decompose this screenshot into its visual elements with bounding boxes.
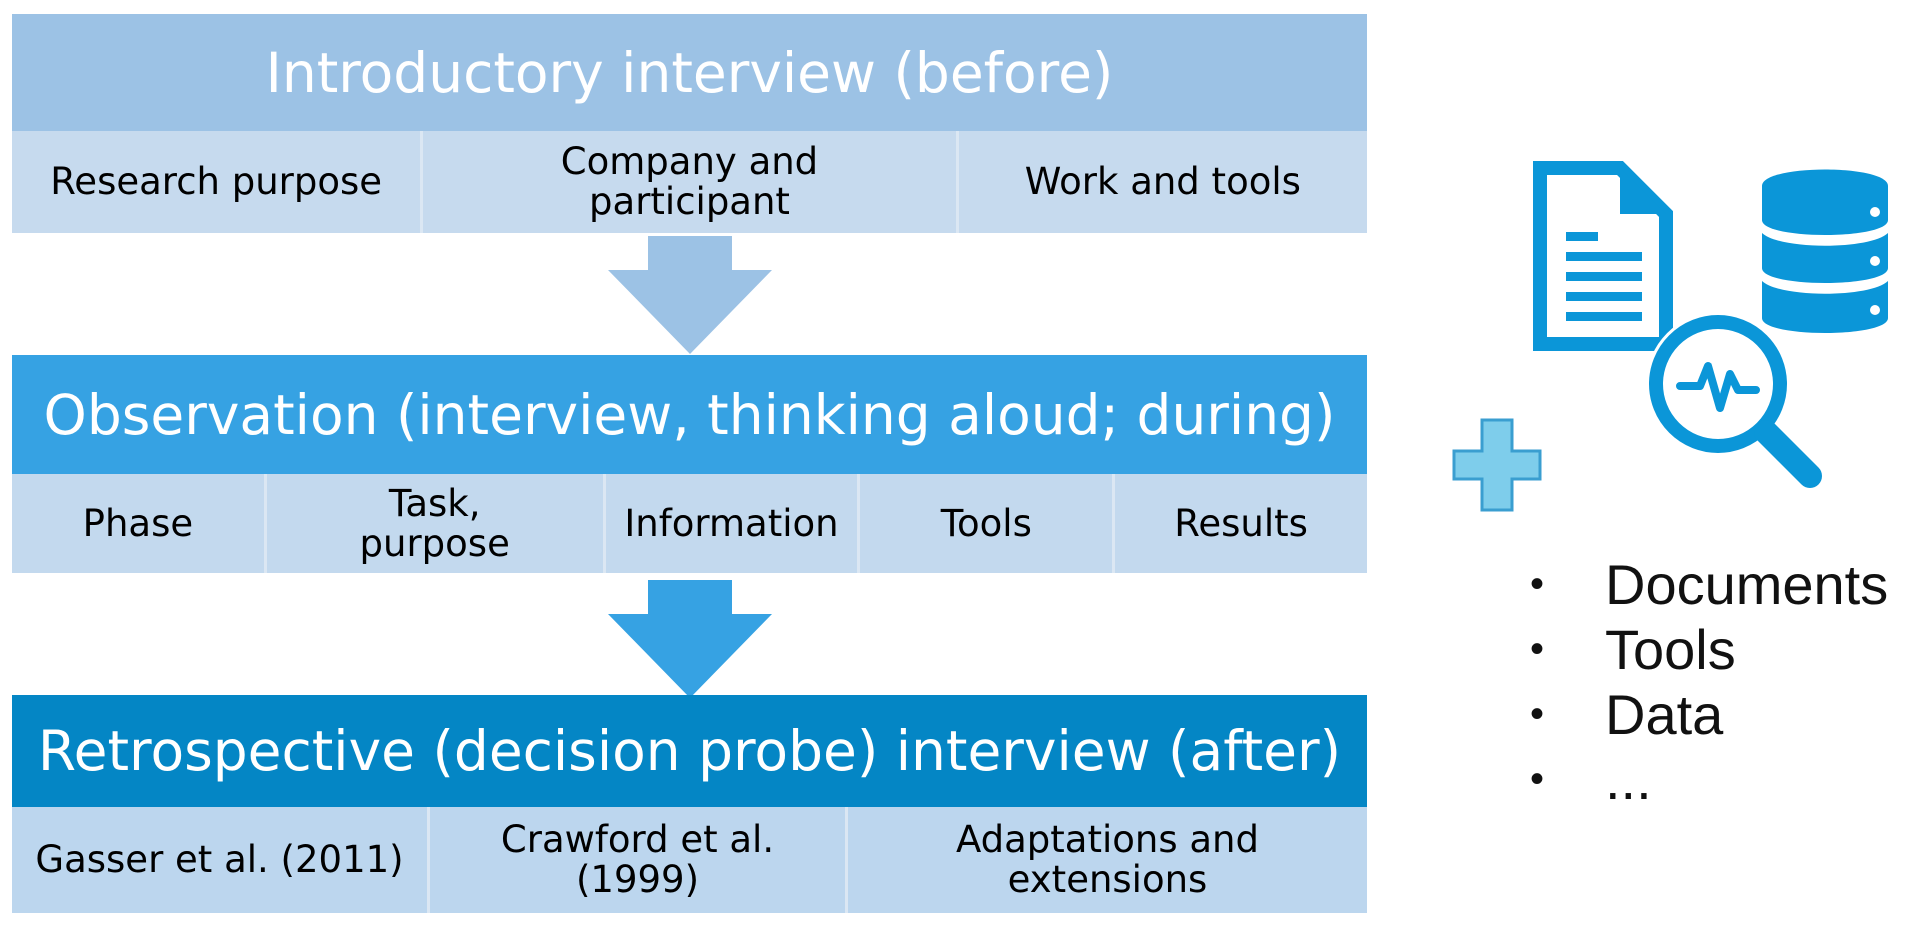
list-item-label: Documents xyxy=(1605,553,1889,616)
phase-item: Adaptations and extensions xyxy=(955,818,1259,901)
phase-item: Work and tools xyxy=(1024,160,1301,203)
phase-item: Company and participant xyxy=(423,131,959,233)
phase-items-row: Gasser et al. (2011) Crawford et al. (19… xyxy=(12,807,1367,916)
plus-shape xyxy=(1452,418,1542,512)
phase-item: Results xyxy=(1174,501,1308,545)
document-icon xyxy=(1533,161,1673,351)
bullet: • xyxy=(1530,692,1545,736)
list-item: • Tools xyxy=(1530,617,1888,682)
phase-item: Task, purpose xyxy=(267,474,606,573)
plus-icon xyxy=(1452,418,1542,512)
resource-list: • Documents • Tools • Data •... xyxy=(1530,552,1888,812)
phase-observation: Observation (interview, thinking aloud; … xyxy=(12,355,1367,576)
arrow-shape xyxy=(608,580,772,698)
list-item: •... xyxy=(1530,747,1888,812)
data-analysis-icon xyxy=(1533,161,1888,488)
phase-title: Introductory interview (before) xyxy=(12,14,1367,131)
magnifier-icon xyxy=(1646,312,1822,488)
phase-item: Information xyxy=(606,474,861,573)
phase-item: Phase xyxy=(12,474,267,573)
phase-item: Research purpose xyxy=(12,131,424,233)
list-item-label: Tools xyxy=(1605,618,1736,681)
down-arrow-icon xyxy=(608,580,772,698)
list-item: • Data xyxy=(1530,682,1888,747)
down-arrow-icon xyxy=(608,236,772,354)
bullet: • xyxy=(1530,757,1545,801)
phase-item: Crawford et al. (1999) xyxy=(430,807,848,913)
phase-item: Gasser et al. (2011) xyxy=(12,807,430,913)
phase-items-row: Research purpose Company and participant… xyxy=(12,131,1367,236)
list-item: • Documents xyxy=(1530,552,1888,617)
bullet: • xyxy=(1530,562,1545,606)
phase-title: Retrospective (decision probe) interview… xyxy=(12,695,1367,807)
arrow-shape xyxy=(608,236,772,354)
phase-item: Tools xyxy=(860,474,1116,573)
list-item-label: ... xyxy=(1605,748,1652,811)
database-icon xyxy=(1762,169,1888,333)
phase-title: Observation (interview, thinking aloud; … xyxy=(12,355,1367,474)
bullet: • xyxy=(1530,627,1545,671)
phase-introductory-interview: Introductory interview (before) Research… xyxy=(12,14,1367,236)
phase-items-row: Phase Task, purpose Information Tools Re… xyxy=(12,474,1367,576)
phase-retrospective-interview: Retrospective (decision probe) interview… xyxy=(12,695,1367,916)
list-item-label: Data xyxy=(1605,683,1724,746)
